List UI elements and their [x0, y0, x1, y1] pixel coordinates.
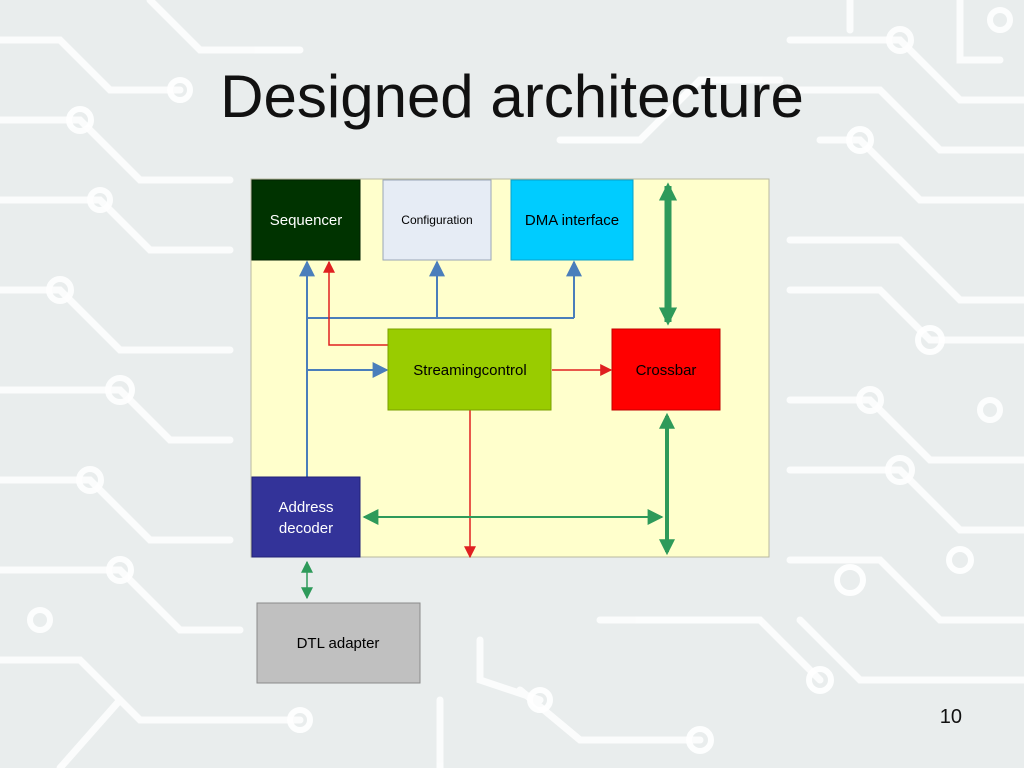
streaming-control-label: Streamingcontrol	[413, 362, 526, 379]
streaming-control-block: Streamingcontrol	[387, 328, 552, 411]
address-decoder-block: Address decoder	[251, 476, 361, 558]
sequencer-label: Sequencer	[270, 212, 343, 229]
dtl-adapter-label: DTL adapter	[297, 635, 380, 652]
configuration-block: Configuration	[382, 179, 492, 261]
slide-title: Designed architecture	[220, 63, 804, 130]
green-connections	[301, 182, 678, 600]
page-number: 10	[939, 706, 962, 728]
dma-interface-block: DMA interface	[510, 179, 634, 261]
crossbar-block: Crossbar	[611, 328, 721, 411]
configuration-label: Configuration	[401, 213, 472, 227]
crossbar-label: Crossbar	[636, 362, 697, 379]
blue-connections	[299, 260, 582, 477]
sequencer-block: Sequencer	[251, 179, 361, 261]
address-decoder-label-line1: Address	[278, 499, 333, 516]
dma-interface-label: DMA interface	[525, 212, 619, 229]
address-decoder-label-line2: decoder	[279, 520, 333, 537]
dtl-adapter-block: DTL adapter	[256, 602, 421, 684]
